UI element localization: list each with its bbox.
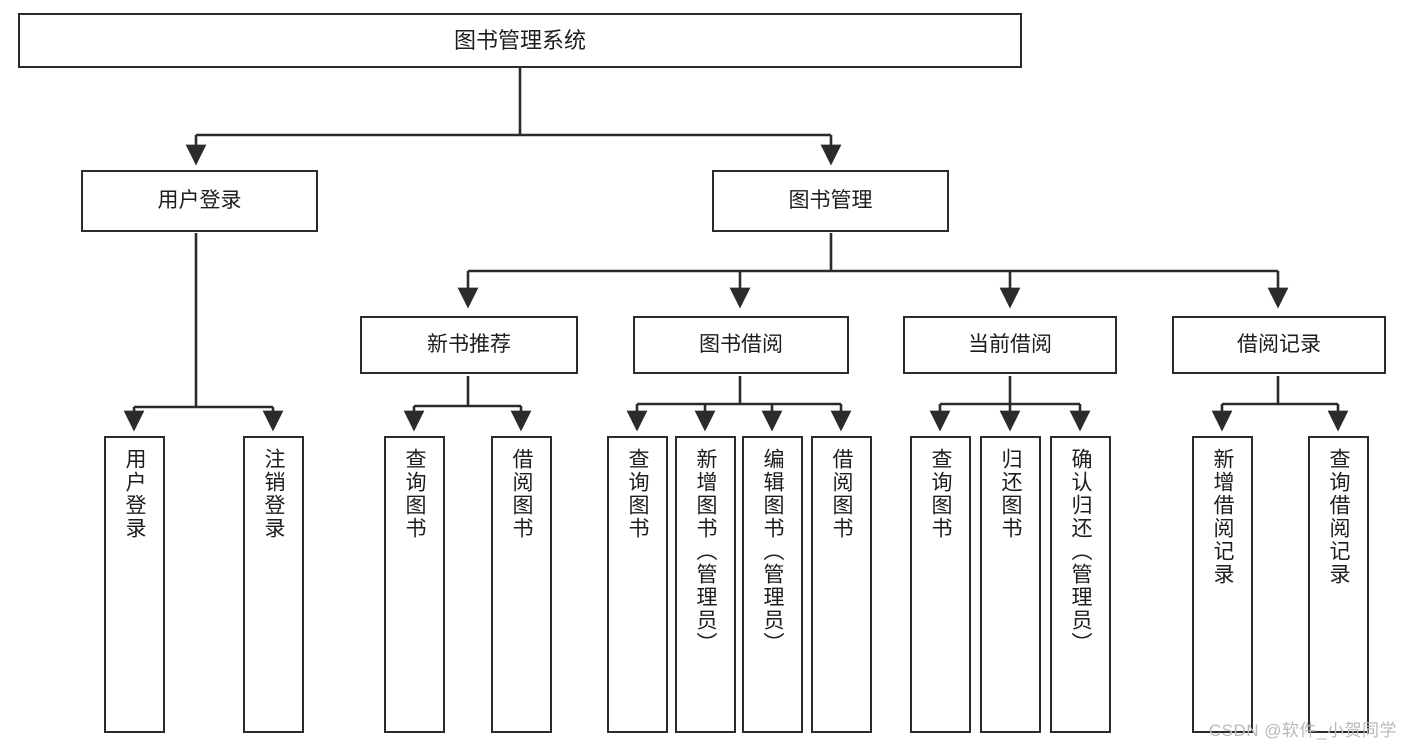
node-user-login[interactable]: 用户登录 [81, 170, 318, 232]
node-label: 用户登录 [123, 448, 146, 540]
node-label: 图书借阅 [699, 332, 783, 356]
node-label: 当前借阅 [968, 332, 1052, 356]
node-label: 注销登录 [262, 448, 285, 540]
node-label: 借阅图书 [830, 448, 853, 540]
node-label: 新增借阅记录 [1211, 448, 1234, 586]
node-label: 编辑图书（管理员） [761, 448, 784, 655]
node-label: 查询图书 [626, 448, 649, 540]
leaf-record-query[interactable]: 查询借阅记录 [1308, 436, 1369, 733]
node-root[interactable]: 图书管理系统 [18, 13, 1022, 68]
leaf-borrow-query-book[interactable]: 查询图书 [607, 436, 668, 733]
leaf-current-confirm-return[interactable]: 确认归还（管理员） [1050, 436, 1111, 733]
node-label: 新书推荐 [427, 332, 511, 356]
node-label: 归还图书 [999, 448, 1022, 540]
node-borrow-record[interactable]: 借阅记录 [1172, 316, 1386, 374]
node-label: 图书管理系统 [453, 27, 586, 53]
leaf-borrow-add-book[interactable]: 新增图书（管理员） [675, 436, 736, 733]
node-label: 查询图书 [403, 448, 426, 540]
leaf-record-add[interactable]: 新增借阅记录 [1192, 436, 1253, 733]
leaf-user-login-logout[interactable]: 注销登录 [243, 436, 304, 733]
node-label: 查询图书 [929, 448, 952, 540]
node-label: 借阅记录 [1237, 332, 1321, 356]
node-book-borrow[interactable]: 图书借阅 [633, 316, 849, 374]
leaf-new-book-query[interactable]: 查询图书 [384, 436, 445, 733]
node-new-book-recommend[interactable]: 新书推荐 [360, 316, 578, 374]
leaf-current-return-book[interactable]: 归还图书 [980, 436, 1041, 733]
leaf-current-query-book[interactable]: 查询图书 [910, 436, 971, 733]
node-label: 新增图书（管理员） [694, 448, 717, 655]
leaf-borrow-borrow-book[interactable]: 借阅图书 [811, 436, 872, 733]
leaf-borrow-edit-book[interactable]: 编辑图书（管理员） [742, 436, 803, 733]
node-book-management[interactable]: 图书管理 [712, 170, 949, 232]
leaf-new-book-borrow[interactable]: 借阅图书 [491, 436, 552, 733]
node-label: 图书管理 [788, 188, 873, 212]
leaf-user-login-login[interactable]: 用户登录 [104, 436, 165, 733]
node-label: 借阅图书 [510, 448, 533, 540]
node-label: 查询借阅记录 [1327, 448, 1350, 586]
node-label: 确认归还（管理员） [1069, 448, 1092, 655]
node-label: 用户登录 [157, 188, 242, 212]
node-current-borrow[interactable]: 当前借阅 [903, 316, 1117, 374]
